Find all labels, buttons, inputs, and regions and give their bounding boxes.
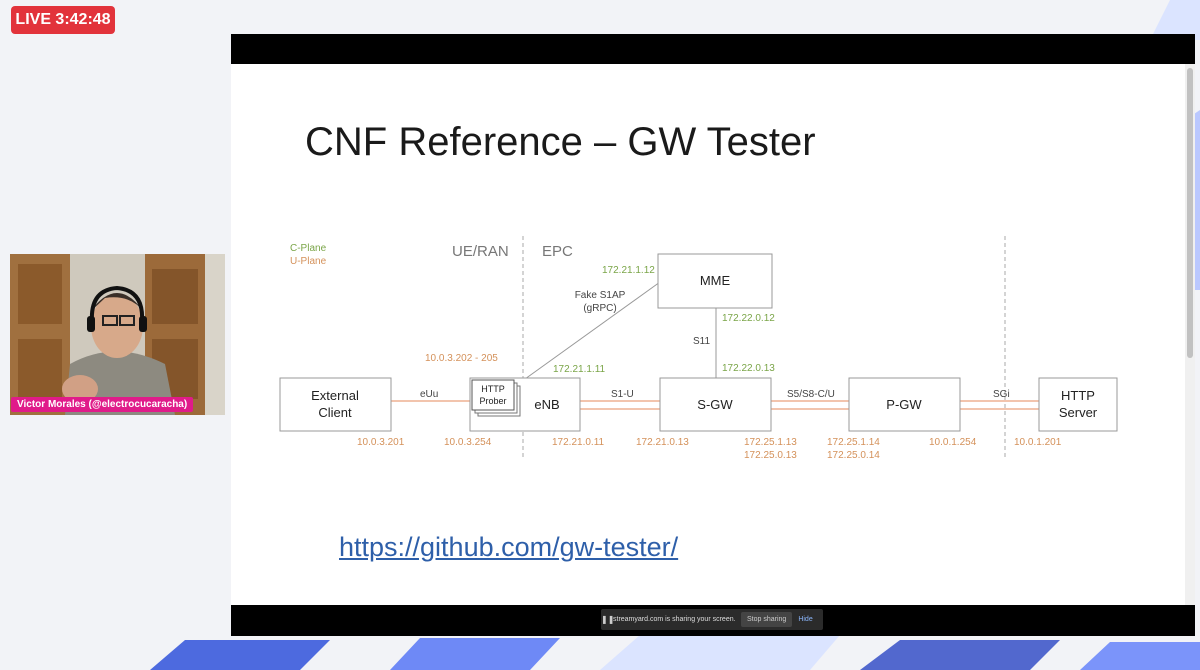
ip-sgw-left: 172.21.0.13 (636, 437, 689, 448)
network-diagram: C-Plane U-Plane UE/RAN EPC MME External … (279, 236, 1118, 461)
presenter-webcam (10, 254, 225, 415)
node-sgw (659, 377, 772, 432)
slide-scrollbar[interactable] (1185, 64, 1195, 605)
ip-sgw-right-1: 172.25.1.13 (744, 437, 797, 448)
slide-scrollbar-thumb[interactable] (1187, 68, 1193, 358)
presenter-video-frame (10, 254, 225, 415)
node-http-server-line1: HTTP (1061, 388, 1095, 403)
ip-mme-left: 172.21.1.12 (602, 265, 655, 276)
node-pgw (848, 377, 961, 432)
node-http-prober (471, 379, 515, 411)
ip-client: 10.0.3.201 (357, 437, 405, 448)
node-http-server (1038, 377, 1118, 432)
zone-label-ue-ran: UE/RAN (452, 243, 509, 260)
node-mme (657, 253, 773, 309)
ip-enb-right: 172.21.0.11 (552, 437, 605, 448)
node-external-client (279, 377, 392, 432)
node-http-server-line2: Server (1059, 405, 1098, 420)
live-timer-badge: LIVE 3:42:48 (11, 6, 115, 34)
ip-enb-left: 10.0.3.254 (444, 437, 492, 448)
interface-s11: S11 (693, 336, 710, 347)
legend-c-plane: C-Plane (290, 243, 327, 254)
node-pgw-label: P-GW (886, 397, 922, 412)
stop-sharing-button[interactable]: Stop sharing (741, 612, 793, 627)
ip-enb-top: 172.21.1.11 (553, 364, 606, 375)
ip-mme-bottom: 172.22.0.12 (722, 313, 775, 324)
ip-sgw-top: 172.22.0.13 (722, 363, 775, 374)
ip-pgw-left-1: 172.25.1.14 (827, 437, 880, 448)
node-mme-label: MME (700, 273, 731, 288)
share-message: streamyard.com is sharing your screen. (613, 616, 736, 623)
ip-pgw-right: 10.0.1.254 (929, 437, 977, 448)
node-http-prober-line1: HTTP (481, 384, 505, 394)
node-external-client-line2: Client (318, 405, 352, 420)
hide-button[interactable]: Hide (798, 616, 813, 623)
ip-pgw-left-2: 172.25.0.14 (827, 450, 880, 461)
node-enb-label: eNB (534, 397, 559, 412)
background-decoration (150, 635, 1200, 670)
ip-prober-range: 10.0.3.202 - 205 (425, 353, 498, 364)
zone-label-epc: EPC (542, 243, 573, 260)
ip-server: 10.0.1.201 (1014, 437, 1062, 448)
screen-share-bar: ❚❚ streamyard.com is sharing your screen… (601, 609, 823, 630)
interface-fake-s1ap-line1: Fake S1AP (575, 290, 626, 301)
interface-s1u: S1-U (611, 389, 634, 400)
github-link[interactable]: https://github.com/gw-tester/ (339, 532, 679, 562)
interface-sgi: SGi (993, 389, 1010, 400)
ip-sgw-right-2: 172.25.0.13 (744, 450, 797, 461)
pause-icon: ❚❚ (601, 615, 615, 624)
interface-s5s8: S5/S8-C/U (787, 389, 835, 400)
legend-u-plane: U-Plane (290, 256, 327, 267)
slide-title: CNF Reference – GW Tester (305, 120, 816, 164)
presenter-name-tag: Victor Morales (@electrocucaracha) (11, 397, 194, 412)
interface-fake-s1ap-line2: (gRPC) (583, 303, 616, 314)
fake-s1ap-link (524, 281, 661, 380)
node-http-prober-line2: Prober (479, 396, 506, 406)
node-external-client-line1: External (311, 388, 359, 403)
interface-euu: eUu (420, 389, 438, 400)
node-sgw-label: S-GW (697, 397, 733, 412)
presentation-slide: CNF Reference – GW Tester C-Plane U-Plan… (231, 64, 1195, 605)
